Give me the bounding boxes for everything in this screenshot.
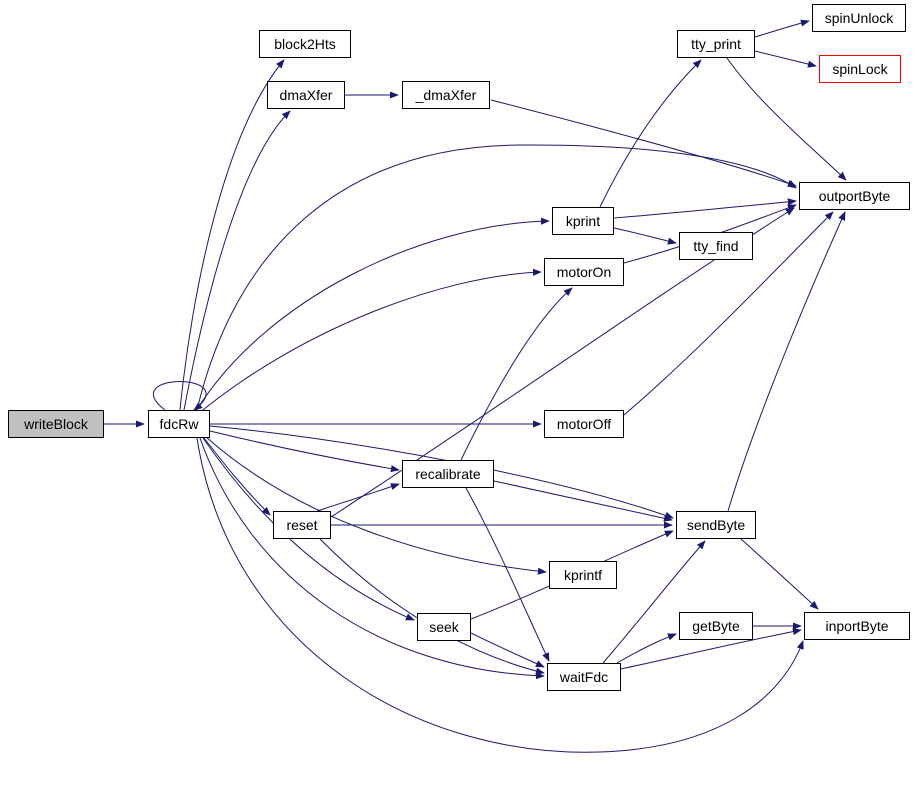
edge-recalibrate-sendByte <box>493 480 673 522</box>
node-sendByte[interactable]: sendByte <box>676 511 756 539</box>
edge-kprint-tty_print <box>599 59 702 208</box>
node-spinUnlock[interactable]: spinUnlock <box>812 4 906 32</box>
edge-fdcRw-outportByte <box>196 144 797 411</box>
edge-tty_print-outportByte <box>726 57 847 181</box>
edge-tty_print-spinLock <box>754 50 817 68</box>
edge-sendByte-inportByte <box>740 538 819 610</box>
edge-recalibrate-waitFdc <box>465 487 550 662</box>
edge-tty_print-spinUnlock <box>754 19 810 38</box>
edge-waitFdc-getByte <box>616 633 677 664</box>
node-recalibrate[interactable]: recalibrate <box>402 460 494 488</box>
node-motorOn[interactable]: motorOn <box>544 258 624 286</box>
node-kprint[interactable]: kprint <box>552 207 614 235</box>
node-_dmaXfer[interactable]: _dmaXfer <box>402 81 490 109</box>
edge-fdcRw-seek <box>202 437 415 621</box>
node-outportByte[interactable]: outportByte <box>799 182 910 210</box>
node-writeBlock: writeBlock <box>8 410 104 438</box>
node-spinLock[interactable]: spinLock <box>819 55 901 83</box>
edge-fdcRw-motorOn <box>197 268 542 415</box>
edge-fdcRw-reset <box>203 437 271 516</box>
edge-waitFdc-inportByte <box>620 628 802 670</box>
node-waitFdc[interactable]: waitFdc <box>547 663 621 691</box>
edge-fdcRw-kprintf <box>205 436 547 575</box>
node-block2Hts[interactable]: block2Hts <box>259 30 351 58</box>
edge-reset-recalibrate <box>316 483 400 512</box>
edge-_dmaXfer-outportByte <box>490 99 797 187</box>
node-inportByte[interactable]: inportByte <box>804 612 910 640</box>
node-motorOff[interactable]: motorOff <box>544 410 624 438</box>
node-kprintf[interactable]: kprintf <box>549 561 617 589</box>
edge-sendByte-outportByte <box>727 211 846 512</box>
edge-fdcRw-inportByte <box>196 437 804 753</box>
edge-seek-waitFdc <box>470 632 545 668</box>
node-dmaXfer[interactable]: dmaXfer <box>267 81 345 109</box>
edge-fdcRw-waitFdc <box>199 437 545 680</box>
node-tty_find[interactable]: tty_find <box>679 232 753 260</box>
node-tty_print[interactable]: tty_print <box>677 30 755 58</box>
edge-kprint-tty_find <box>613 227 677 245</box>
edge-fdcRw-recalibrate <box>209 430 400 473</box>
edge-fdcRw-kprint <box>195 217 550 412</box>
edge-fdcRw-dmaXfer <box>183 110 291 411</box>
node-seek[interactable]: seek <box>417 613 471 641</box>
node-reset[interactable]: reset <box>273 511 331 539</box>
edge-motorOff-outportByte <box>623 211 834 416</box>
node-getByte[interactable]: getByte <box>679 612 753 640</box>
node-fdcRw[interactable]: fdcRw <box>148 410 210 438</box>
edge-fdcRw-block2Hts <box>179 59 285 411</box>
edge-kprint-outportByte <box>613 198 797 219</box>
edge-recalibrate-motorOn <box>460 287 573 461</box>
edge-waitFdc-sendByte <box>602 540 706 664</box>
